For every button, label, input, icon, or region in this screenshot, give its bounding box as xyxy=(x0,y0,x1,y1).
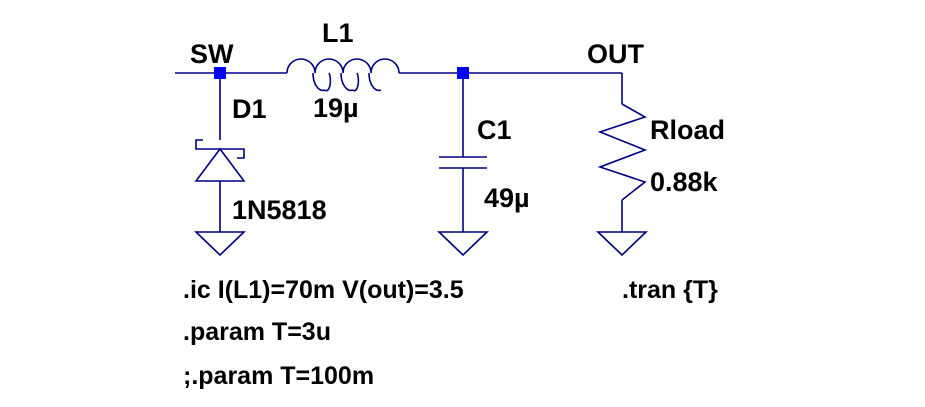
diode-d1[interactable] xyxy=(194,139,246,182)
ground-icon-resistor xyxy=(596,231,648,257)
node-label-sw: SW xyxy=(190,39,234,69)
directive-param-commented[interactable]: ;.param T=100m xyxy=(183,362,374,390)
resistor-name: Rload xyxy=(650,115,725,145)
resistor-rload[interactable] xyxy=(597,103,648,201)
directive-param[interactable]: .param T=3u xyxy=(183,318,331,346)
ground-icon-capacitor xyxy=(437,231,489,257)
junction-sw xyxy=(214,67,226,79)
inductor-l1[interactable] xyxy=(286,58,400,92)
junction-cap-node xyxy=(457,67,469,79)
node-label-out: OUT xyxy=(587,39,645,69)
capacitor-name: C1 xyxy=(477,115,512,145)
resistor-value: 0.88k xyxy=(650,167,719,197)
inductor-value: 19µ xyxy=(313,93,359,123)
directive-tran[interactable]: .tran {T} xyxy=(622,276,718,304)
diode-model: 1N5818 xyxy=(232,195,327,225)
wires xyxy=(175,72,623,232)
diode-name: D1 xyxy=(232,94,267,124)
directive-ic[interactable]: .ic I(L1)=70m V(out)=3.5 xyxy=(183,276,464,304)
capacitor-value: 49µ xyxy=(484,183,530,213)
capacitor-c1[interactable] xyxy=(439,156,487,169)
inductor-name: L1 xyxy=(322,18,354,48)
ground-icon-diode xyxy=(194,231,246,257)
